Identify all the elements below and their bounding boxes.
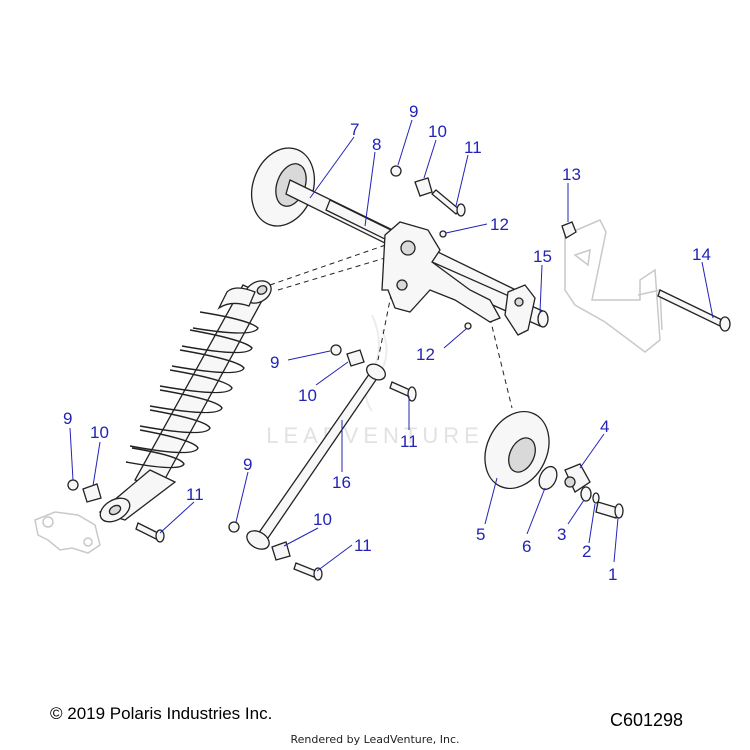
callout-9: 9	[409, 102, 418, 121]
watermark-logo	[365, 314, 388, 412]
callout-14: 14	[692, 245, 711, 264]
callout-9: 9	[243, 455, 252, 474]
watermark: LEADVENTURE	[266, 423, 484, 448]
callout-6: 6	[522, 537, 531, 556]
washer-3	[580, 486, 592, 502]
pivot-bracket	[381, 221, 536, 336]
rendered-by-credit: Rendered by LeadVenture, Inc.	[290, 733, 460, 746]
callout-5: 5	[476, 525, 485, 544]
shock-absorber	[98, 280, 272, 523]
hardware	[67, 165, 731, 581]
callout-10: 10	[313, 510, 332, 529]
callout-16: 16	[332, 473, 351, 492]
callout-8: 8	[372, 135, 381, 154]
callout-labels: 7 8 9 10 11 12 13 14 15 9 10 12 11 16 9 …	[63, 102, 711, 584]
callout-15: 15	[533, 247, 552, 266]
wheel-spacer	[564, 463, 591, 493]
drawing-number: C601298	[610, 710, 684, 730]
torque-arm	[246, 363, 386, 550]
frame-bracket-ghost	[564, 219, 663, 353]
washer-2	[592, 492, 600, 504]
callout-3: 3	[557, 525, 566, 544]
callout-11: 11	[464, 138, 482, 157]
idler-wheel-right	[484, 410, 550, 490]
callout-10: 10	[298, 386, 317, 405]
lower-mount-ghost	[34, 511, 101, 554]
callout-2: 2	[582, 542, 591, 561]
callout-4: 4	[600, 417, 609, 436]
callout-12: 12	[490, 215, 509, 234]
callout-11: 11	[400, 432, 418, 451]
callout-7: 7	[350, 120, 359, 139]
leader-lines	[69, 119, 714, 572]
callout-13: 13	[562, 165, 581, 184]
copyright-notice: © 2019 Polaris Industries Inc.	[50, 704, 273, 723]
callout-10: 10	[428, 122, 447, 141]
callout-11: 11	[354, 536, 372, 555]
callout-9: 9	[63, 409, 72, 428]
callout-1: 1	[608, 565, 617, 584]
callout-10: 10	[90, 423, 109, 442]
callout-11: 11	[186, 485, 204, 504]
idler-wheel-left	[251, 147, 315, 227]
callout-12: 12	[416, 345, 435, 364]
callout-9: 9	[270, 353, 279, 372]
wheel-bolt	[595, 501, 624, 519]
retaining-ring	[538, 465, 558, 491]
